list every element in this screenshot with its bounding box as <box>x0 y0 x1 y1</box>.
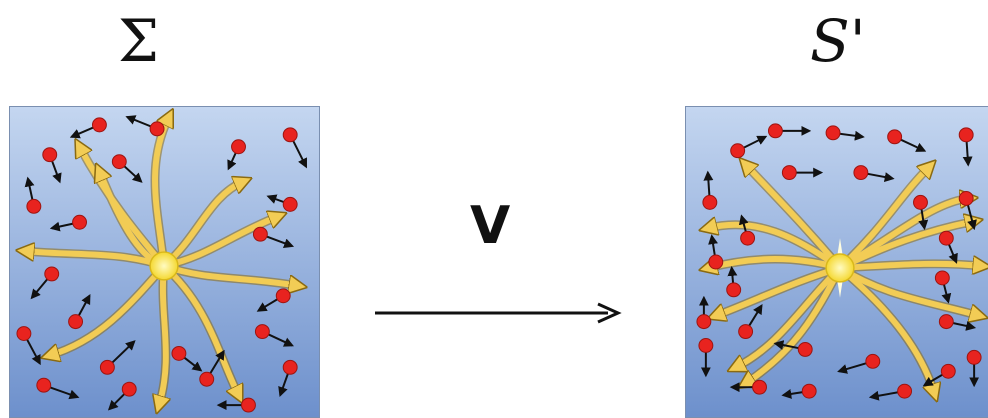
glowing-source-icon <box>825 253 855 283</box>
frame-title-sigma: Σ <box>118 7 160 75</box>
emission-rays <box>25 117 298 405</box>
transform-arrow <box>375 302 622 324</box>
rest-frame-drawing <box>10 107 319 417</box>
glowing-source-icon <box>149 251 179 281</box>
particles <box>16 115 307 413</box>
velocity-label: V <box>470 196 511 256</box>
moving-frame-panel <box>685 106 988 418</box>
moving-frame-drawing <box>686 107 988 417</box>
frame-title-s-prime: S' <box>810 7 866 75</box>
rest-frame-panel <box>9 106 320 418</box>
particles <box>696 123 982 401</box>
